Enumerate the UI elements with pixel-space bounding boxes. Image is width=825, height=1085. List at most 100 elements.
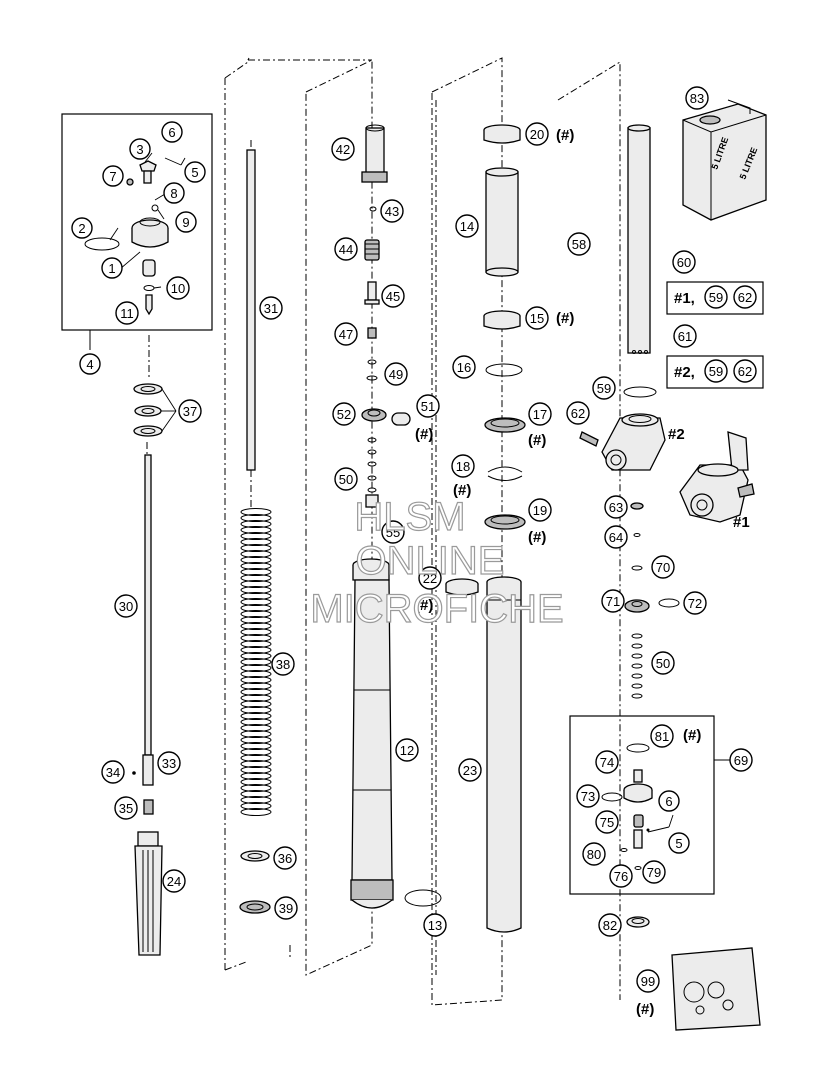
callout-83: 83 — [685, 86, 709, 110]
spring-coil — [240, 778, 272, 786]
svg-text:(#): (#) — [415, 426, 433, 443]
spring-coil — [240, 724, 272, 732]
callout-circle — [381, 520, 405, 544]
svg-text:(#): (#) — [683, 727, 701, 744]
oil-can-83: 5 LITRE 5 LITRE — [682, 99, 767, 221]
axle-clamp-1 — [679, 431, 755, 523]
callout-number: 5 — [191, 165, 198, 180]
callout-number: 20 — [530, 127, 544, 142]
callout-circle — [451, 454, 475, 478]
callout-49: 49 — [384, 362, 408, 386]
callout-33: 33 — [157, 751, 181, 775]
callout-16: 16 — [452, 355, 476, 379]
callout-circle — [598, 913, 622, 937]
spring-coil — [240, 568, 272, 576]
callout-number: 43 — [385, 204, 399, 219]
callout-number: 30 — [119, 599, 133, 614]
spring-coil — [240, 712, 272, 720]
callout-number: 49 — [389, 367, 403, 382]
callout-number: 1 — [108, 261, 115, 276]
shim-washer — [631, 693, 643, 699]
callout-10: 10 — [166, 276, 190, 300]
callout-82: 82 — [598, 913, 622, 937]
callout-50: 50 — [334, 467, 358, 491]
callout-22: 22 — [418, 566, 442, 590]
shim-washer — [367, 475, 377, 481]
callout-number: 73 — [581, 789, 595, 804]
shim-washer — [631, 653, 643, 659]
spring-coil — [240, 598, 272, 606]
callout-number: 22 — [423, 571, 437, 586]
svg-text:(#): (#) — [556, 127, 574, 144]
callout-24: 24 — [162, 869, 186, 893]
callout-3: 3 — [129, 138, 151, 160]
spring-coil — [240, 556, 272, 564]
callout-circle — [163, 182, 185, 204]
callout-circle — [334, 237, 358, 261]
callout-circle — [704, 285, 728, 309]
watermark-line-2: ONLINE — [356, 539, 505, 583]
callout-number: 50 — [339, 472, 353, 487]
ref-box-61 — [666, 355, 764, 389]
callout-number: 5 — [675, 836, 682, 851]
callout-number: 69 — [734, 753, 748, 768]
callout-circle — [604, 525, 628, 549]
leader-lines — [109, 152, 674, 833]
callout-number: 62 — [738, 290, 752, 305]
spring-coil — [240, 628, 272, 636]
callout-circle — [592, 376, 616, 400]
callout-70: 70 — [651, 555, 675, 579]
callout-circle — [455, 214, 479, 238]
ref-box-60-text: #1, — [674, 290, 695, 307]
callout-2: 2 — [71, 217, 93, 239]
callout-number: 7 — [109, 169, 116, 184]
callout-circle — [704, 359, 728, 383]
hash-marks: (#) (#) (#) (#) (#) (#) (#) (#) (#) — [415, 127, 701, 1018]
callout-circle — [381, 284, 405, 308]
callout-circle — [273, 846, 297, 870]
callout-64: 64 — [604, 525, 628, 549]
callout-12: 12 — [395, 738, 419, 762]
callout-circle — [79, 353, 101, 375]
callout-circle — [576, 784, 600, 808]
shim-washer — [631, 643, 643, 649]
cap-assembly-parts — [84, 160, 169, 316]
callout-circle — [157, 751, 181, 775]
spring-coil — [240, 622, 272, 630]
watermark-line-1: HLSM — [354, 495, 465, 539]
callout-circle — [162, 869, 186, 893]
callout-circle — [115, 301, 139, 325]
spring-coil — [240, 640, 272, 648]
callout-number: 6 — [168, 125, 175, 140]
callout-circle — [175, 211, 197, 233]
callout-number: 50 — [656, 656, 670, 671]
callout-circle — [595, 750, 619, 774]
spring-coil — [240, 610, 272, 618]
callout-number: 11 — [120, 306, 134, 321]
callout-circle — [458, 758, 482, 782]
spring-coil — [240, 754, 272, 762]
spring-coil — [240, 514, 272, 522]
callout-62: 62 — [733, 285, 757, 309]
spring-coil — [240, 694, 272, 702]
callout-number: 59 — [597, 381, 611, 396]
callout-number: 34 — [106, 765, 120, 780]
callout-number: 60 — [677, 255, 691, 270]
parts-bag-99 — [671, 947, 761, 1031]
callout-17: 17 — [528, 402, 552, 426]
callout-19: 19 — [528, 498, 552, 522]
o-ring-59 — [623, 386, 657, 398]
callout-30: 30 — [114, 594, 138, 618]
callout-number: 37 — [183, 404, 197, 419]
callout-80: 80 — [582, 842, 606, 866]
spring-rod-31 — [246, 140, 256, 510]
callout-circle — [129, 138, 151, 160]
damper-cylinder-24 — [134, 831, 163, 956]
spring-coil — [240, 784, 272, 792]
callout-52: 52 — [332, 402, 356, 426]
spring-coil — [240, 544, 272, 552]
callout-8: 8 — [163, 182, 185, 204]
callout-51: 51 — [416, 394, 440, 418]
callout-circle — [334, 322, 358, 346]
